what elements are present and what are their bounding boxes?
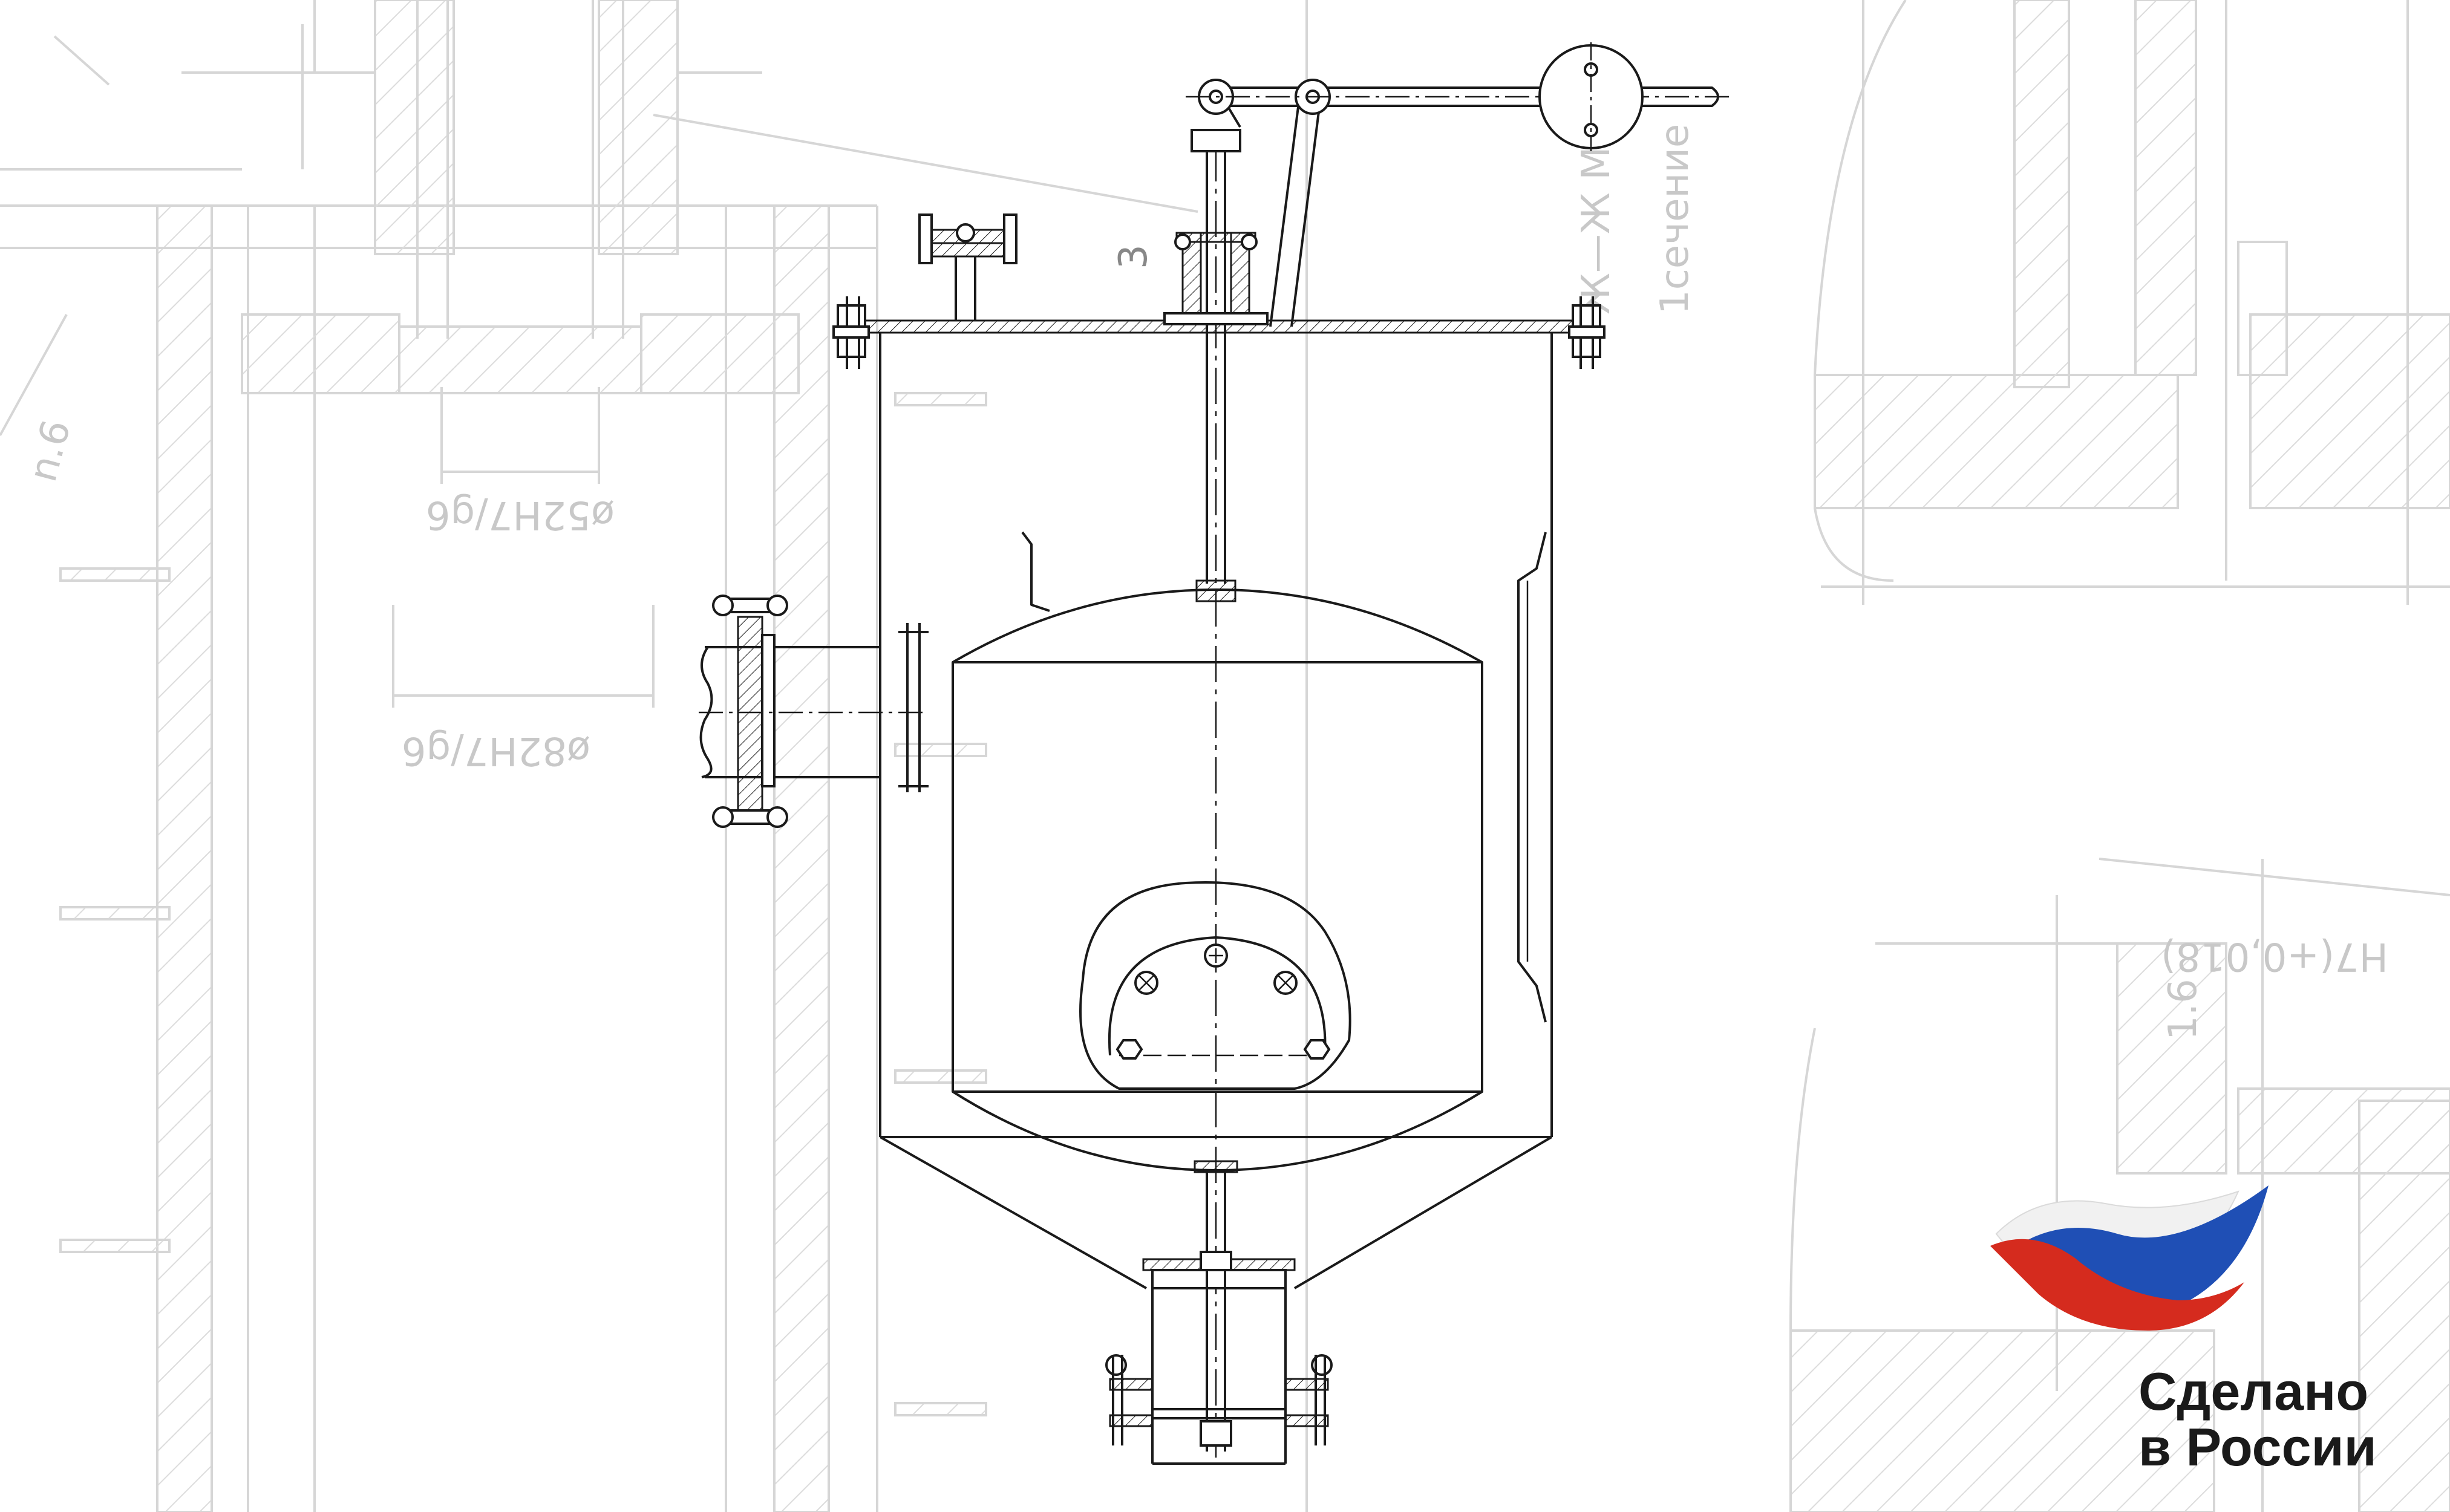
basket-bottom-lug (1194, 1160, 1238, 1173)
inspection-hatch (1079, 881, 1351, 1090)
vent-nozzle (918, 213, 1018, 321)
bottom-outlet (1105, 1170, 1333, 1465)
hatch-bolt (1303, 1039, 1331, 1060)
central-rod (1191, 129, 1241, 584)
bg-tolerance: H7(+0,018) (2161, 934, 2388, 979)
hatch-bolt (1273, 971, 1298, 995)
made-in-russia-label: Сделано в России (2138, 1364, 2377, 1475)
bg-section-note: 1сечение (1653, 124, 1697, 314)
rod-gland (1163, 232, 1269, 325)
bg-roughness-right: 1.6 (2161, 979, 2206, 1040)
hatch-bolt (1204, 943, 1228, 968)
badge-line-2: в России (2138, 1417, 2377, 1477)
conical-bottom (880, 1136, 1553, 1289)
inner-guide-right (1517, 532, 1547, 1023)
side-inlet-nozzle (699, 595, 929, 828)
inner-basket (952, 588, 1483, 1171)
lid-flange-right (1568, 296, 1606, 369)
bg-small-mark: 3 (1111, 244, 1156, 269)
lid-flange-left (832, 296, 870, 369)
bg-roughness-left: n.6 (21, 415, 80, 486)
operating-lever (1186, 42, 1730, 327)
hatch-bolt (1116, 1039, 1143, 1060)
russian-flag-wave-icon (1990, 1185, 2269, 1331)
bg-dim-82: ø82H7/g6 (402, 728, 590, 773)
background-right-drawing: H7(+0,018) 1.6 (1789, 0, 2450, 1512)
background-left-drawing: ø52H7/g6 ø82H7/g6 n.6 (0, 0, 1308, 1512)
inner-hook-left (1021, 531, 1050, 612)
flag-red-band (1990, 1239, 2244, 1331)
vessel-drawing: 3 (699, 42, 1730, 1465)
hatch-bolt (1134, 971, 1158, 995)
basket-top-lug (1195, 579, 1236, 602)
bg-dim-52: ø52H7/g6 (426, 492, 615, 537)
badge-line-1: Сделано (2138, 1361, 2369, 1421)
